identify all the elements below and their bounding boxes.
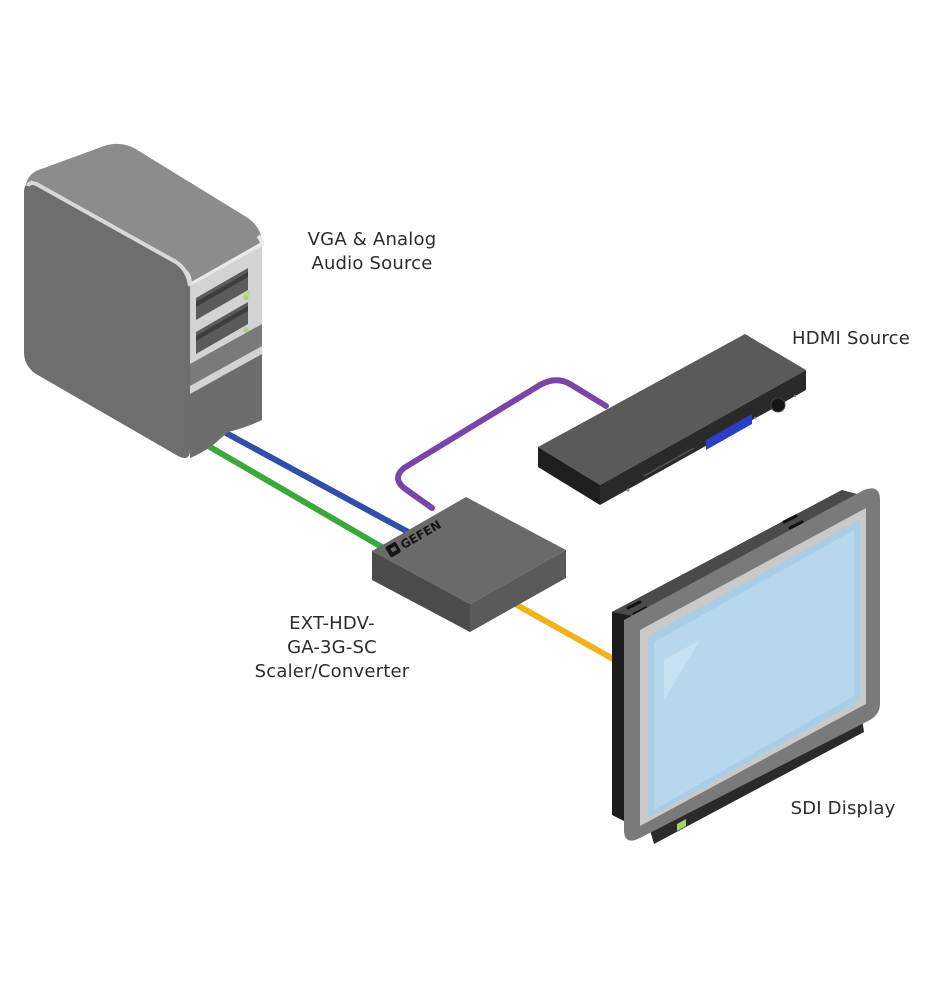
scaler-converter-device: GEFEN — [372, 497, 566, 632]
pc-label-line-1: VGA & Analog — [307, 229, 437, 250]
scaler-label: EXT-HDV- GA-3G-SC Scaler/Converter — [232, 612, 432, 684]
pc-label-line-2: Audio Source — [311, 253, 433, 274]
scaler-label-line-3: Scaler/Converter — [254, 661, 410, 682]
pc-source-label: VGA & Analog Audio Source — [282, 228, 462, 276]
cable-analog-audio — [207, 444, 395, 556]
sdi-display-device — [612, 488, 880, 844]
hdmi-source-label: HDMI Source — [776, 327, 926, 351]
scaler-label-line-2: GA-3G-SC — [287, 637, 377, 658]
cable-sdi — [505, 597, 618, 663]
sdi-label-line-1: SDI Display — [790, 798, 896, 819]
hdmi-source-device — [538, 334, 806, 505]
sdi-display-label: SDI Display — [778, 797, 908, 821]
pc-tower — [24, 143, 265, 458]
cable-hdmi — [395, 377, 609, 511]
hdmi-label-line-1: HDMI Source — [792, 328, 910, 349]
cable-vga — [223, 430, 413, 536]
scaler-label-line-1: EXT-HDV- — [289, 613, 375, 634]
cables — [207, 377, 618, 663]
